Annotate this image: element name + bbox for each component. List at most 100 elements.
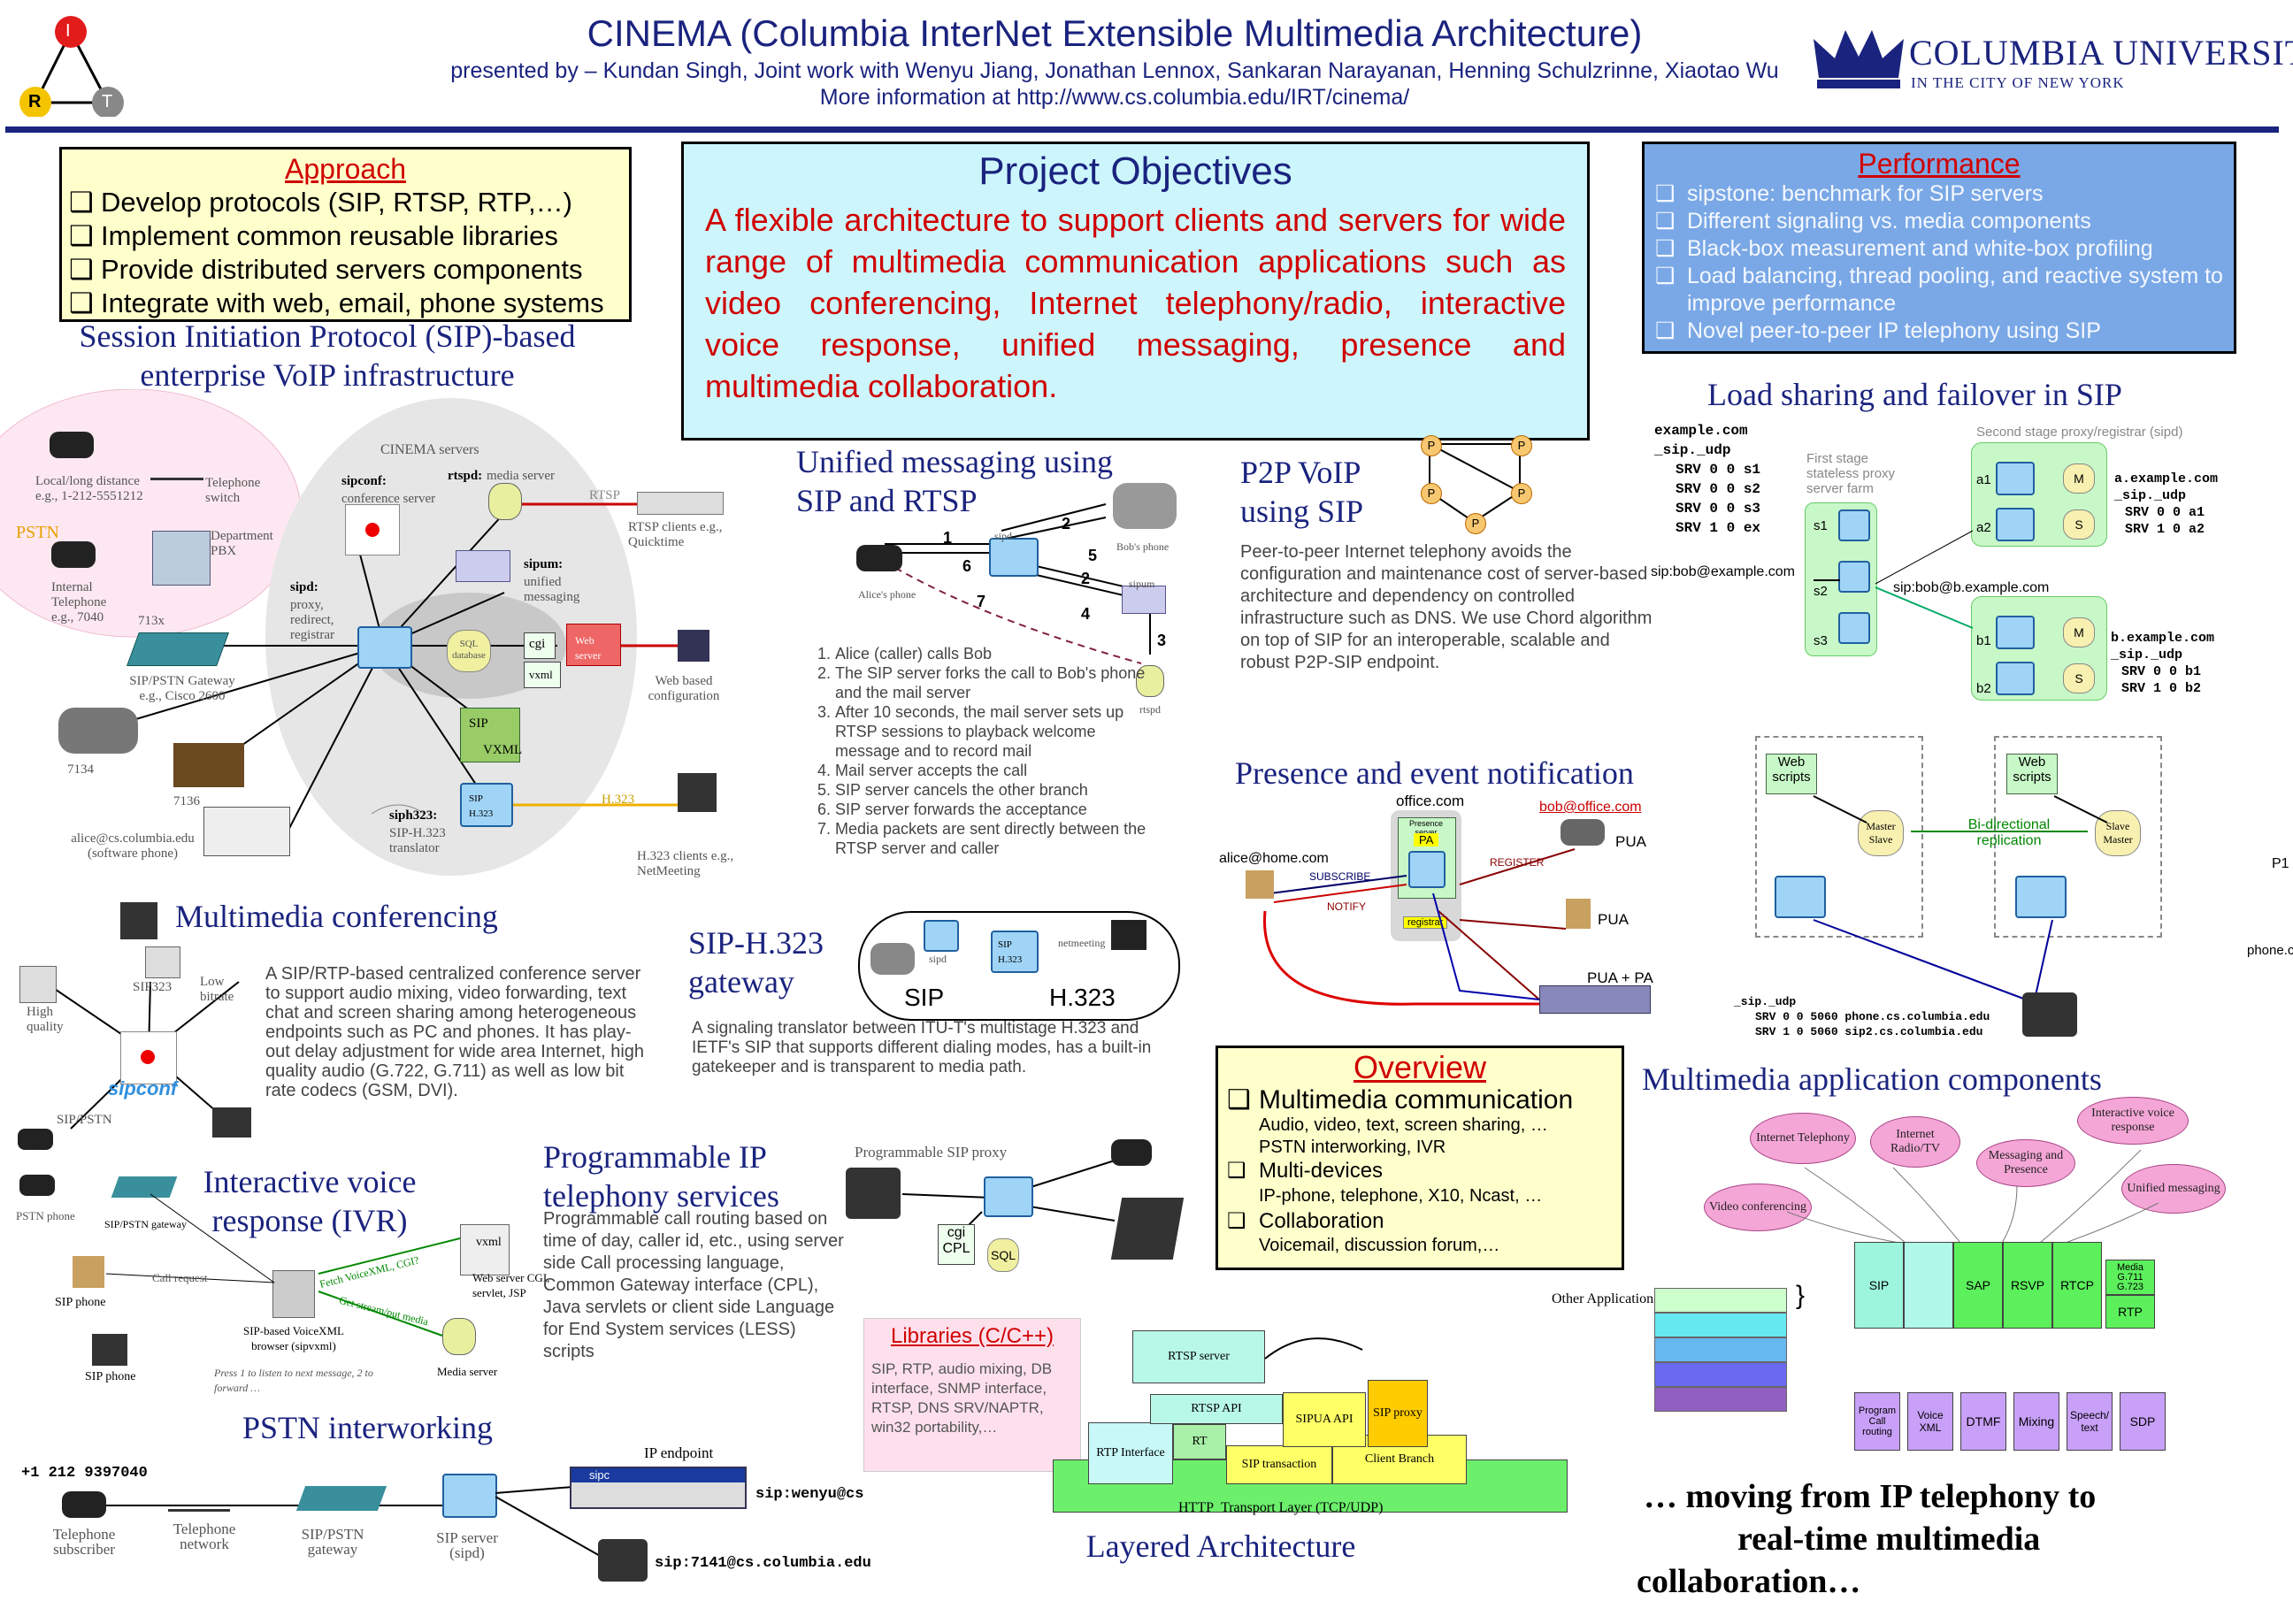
pstn-number: +1 212 9397040 [21,1465,148,1482]
performance-item: sipstone: benchmark for SIP servers [1655,180,2223,208]
pua-phone-icon [1561,819,1605,846]
dns-line: SRV 1 0 ex [1676,520,1761,536]
dns-line: SRV 0 0 s1 [1676,462,1761,478]
p2p-text: Peer-to-peer Internet telephony avoids t… [1240,542,1653,672]
overview-item: Multi-devices IP-phone, telephone, X10, … [1227,1159,1613,1209]
ivr-title: Interactive voice response (IVR) [203,1164,417,1238]
telephone-subscriber-icon [62,1491,106,1518]
unified-arrow-num: 7 [977,593,986,610]
unified-label-bob: Bob's phone [1116,540,1170,553]
a2-node-icon [1996,508,2035,541]
performance-item: Black-box measurement and white-box prof… [1655,235,2223,263]
replication-left [1755,736,1923,938]
programmable-laptop-icon [1110,1198,1185,1260]
slave-db-icon: S [2063,663,2095,693]
sip-ent-label-internal: Internal Telephone e.g., 7040 [51,580,107,624]
sipc-window[interactable]: sipc [570,1467,747,1509]
s2-label: s2 [1814,584,1828,599]
b2-label: b2 [1976,681,1991,696]
unified-step: The SIP server forks the call to Bob's p… [835,663,1162,702]
replication-right [1994,736,2162,938]
logo-letter-r: R [28,92,42,111]
pua-label: PUA [1615,833,1646,850]
web-scripts-box: Web scripts [2006,754,2058,794]
rtspd-icon [1136,665,1164,697]
h323gw-box-label: SIP H.323 [998,939,1023,965]
software-phone-window [203,807,290,856]
pua-pc-icon [1566,899,1591,929]
dns-line: SRV 0 0 5060 phone.cs.columbia.edu [1755,1010,1990,1023]
ivr-web: Web server CGI, servlet, JSP [472,1271,550,1299]
ivr-pstn-phone-icon [19,1175,55,1196]
conf-label-pstn: SIP/PSTN [57,1113,112,1127]
sql-db-icon [447,630,491,672]
conf-phone-icon [212,1107,251,1138]
unified-arrow-num: 4 [1081,605,1091,623]
conf-monitor-icon [120,902,157,939]
unified-label-rtspd: rtspd [1139,703,1161,716]
presenters: presented by – Kundan Singh, Joint work … [450,58,1779,83]
approach-box: Approach Develop protocols (SIP, RTSP, R… [59,147,632,322]
overview-head: Multi-devices [1259,1159,1384,1183]
library-cube: DTMF [1960,1392,2006,1451]
second-stage-label: Second stage proxy/registrar (sipd) [1976,425,2183,440]
layer-sipua-api: SIPUA API [1283,1392,1366,1447]
layer-rt: RT [1173,1424,1226,1459]
dns-line: example.com [1654,423,1748,439]
master-slave-db: Master Slave [1858,810,1904,856]
sipum-mail-icon [456,550,510,582]
protocol-cube: SIP [1854,1242,1904,1329]
objectives-box: Project Objectives A flexible architectu… [681,142,1590,440]
p2p-node-icon: P [1511,435,1532,456]
programmable-ip-phone-icon [846,1168,901,1219]
overview-box: Overview Multimedia communication Audio,… [1216,1046,1624,1270]
unified-step: SIP server forwards the acceptance [835,800,1162,819]
app-ellipse: Video conferencing [1704,1184,1812,1231]
unified-sipd-icon [989,538,1039,577]
pua-label: PUA [1598,911,1629,928]
pstn-cloud [0,389,302,638]
proxy-left-icon [1775,876,1826,918]
load-arrows [1814,530,1974,629]
s3-label: s3 [1814,633,1828,648]
layer-sip-proxy: SIP proxy [1368,1380,1428,1447]
programmable-cpl: CPL [942,1241,970,1256]
master-db-icon: M [2063,617,2095,647]
video-phone-icon [173,743,244,787]
h323gw-sipd-label: sipd [929,953,947,965]
ivr-sip-phone-icon [73,1256,104,1288]
p2p-title: P2P VoIP using SIP [1240,455,1364,529]
sipd-proxy-icon [357,626,412,669]
sip-ent-label-7134: 7134 [67,762,94,777]
dns-line: SRV 1 0 a2 [2125,522,2205,537]
load-title: Load sharing and failover in SIP [1707,377,2122,412]
more-info-link[interactable]: More information at http://www.cs.columb… [819,85,1410,110]
app-ellipse: Internet Radio/TV [1870,1116,1960,1168]
closing-line3: collaboration… [1637,1563,1861,1600]
protocol-cube: RTCP [2052,1242,2102,1329]
app-ellipse: Unified messaging [2121,1164,2226,1214]
performance-item: Different signaling vs. media components [1655,208,2223,235]
pstn-title: PSTN interworking [242,1410,493,1445]
dns-line: _sip._udp [2114,488,2187,503]
performance-box: Performance sipstone: benchmark for SIP … [1642,142,2236,354]
dns-line: SRV 1 0 5060 sip2.cs.columbia.edu [1755,1025,1983,1038]
sip-ent-label-sipd-d: proxy, redirect, registrar [290,598,334,642]
unified-arrow-num: 2 [1081,570,1091,587]
sip-ent-label-rtspd: rtspd: [448,469,483,483]
registrar-label: registrar [1403,916,1448,929]
h323-client-icon [678,773,717,812]
performance-item: Load balancing, thread pooling, and reac… [1655,263,2223,318]
overview-title: Overview [1353,1049,1487,1085]
load-uri2: sip:bob@b.example.com [1893,580,2050,595]
brace-icon: } [1796,1281,1806,1310]
conferencing-title: Multimedia conferencing [175,899,498,934]
columbia-logo: COLUMBIA UNIVERSITY IN THE CITY OF NEW Y… [1805,19,2293,99]
sip-ent-label-sipd: sipd: [290,580,318,594]
sip-ent-label-servers: CINEMA servers [380,442,479,457]
first-stage-label: First stage stateless proxy server farm [1806,451,1896,496]
ivr-media: Media server [437,1365,498,1378]
layer-rtsp-api: RTSP API [1150,1394,1283,1424]
performance-list: sipstone: benchmark for SIP servers Diff… [1655,180,2223,345]
